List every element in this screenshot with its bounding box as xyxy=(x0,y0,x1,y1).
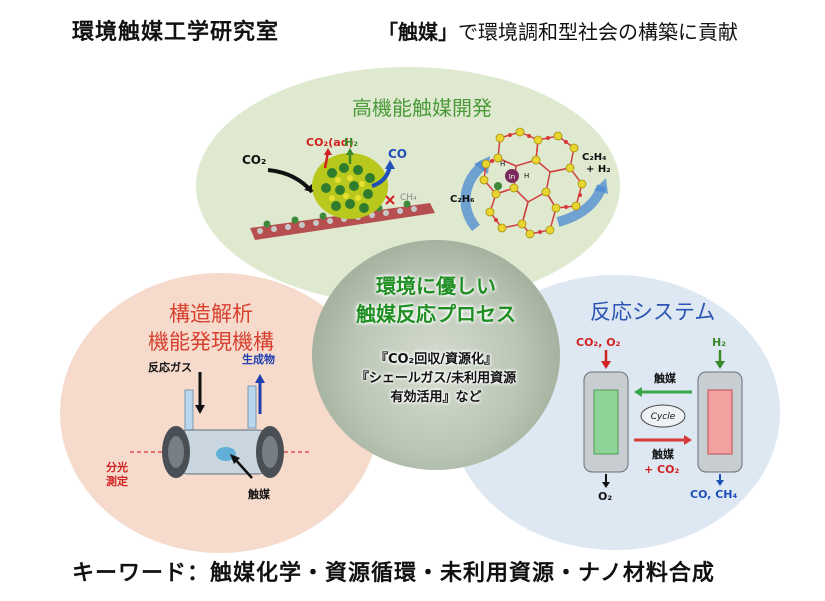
catalyst-label-top: 触媒 xyxy=(653,371,677,385)
c2h4-label: C₂H₄ xyxy=(582,152,606,163)
center-title-line2: 触媒反応プロセス xyxy=(356,302,516,326)
reactor-right xyxy=(697,371,743,473)
slogan-keyword: 「触媒」 xyxy=(378,20,458,44)
spectroscopy-cell-illustration xyxy=(130,372,310,479)
h-label-1: H xyxy=(500,160,505,168)
ch4-label: CH₄ xyxy=(400,193,417,203)
left-title-line2: 機能発現機構 xyxy=(148,330,274,354)
spectro-label-line2: 測定 xyxy=(106,475,128,488)
c2h6-label: C₂H₆ xyxy=(450,194,474,205)
catalyst-label-bottom: 触媒 xyxy=(651,447,675,461)
h2-label-right: H₂ xyxy=(712,336,726,349)
chemical-looping-illustration: CO₂, O₂ H₂ 触媒 Cycle 触媒 + CO₂ O₂ CO, CH₄ xyxy=(576,336,743,503)
h2-label: H₂ xyxy=(344,136,358,149)
co-ch4-label: CO, CH₄ xyxy=(690,488,737,501)
nanoparticle xyxy=(312,153,388,219)
spectro-label: 分光 測定 xyxy=(106,461,128,489)
slogan-text: で環境調和型社会の構築に貢献 xyxy=(458,20,738,44)
center-ellipse xyxy=(312,240,560,470)
slogan: 「触媒」で環境調和型社会の構築に貢献 xyxy=(378,16,738,45)
left-title-line1: 構造解析 xyxy=(169,302,253,326)
keywords: キーワード：触媒化学・資源循環・未利用資源・ナノ材料合成 xyxy=(72,561,715,586)
right-title: 反応システム xyxy=(590,300,716,324)
center-text-line3: 有効活用』など xyxy=(390,390,482,405)
top-title: 高機能触媒開発 xyxy=(352,96,492,120)
catalyst-label-left: 触媒 xyxy=(248,488,270,501)
plus-co2-label: + CO₂ xyxy=(644,463,679,476)
cycle-label: Cycle xyxy=(651,412,676,422)
h-label-2: H xyxy=(524,172,529,180)
lab-name: 環境触媒工学研究室 xyxy=(72,20,280,45)
reactor-left xyxy=(583,371,629,473)
co2-adsorbed-label: CO₂(ad) xyxy=(306,136,354,149)
spectro-label-line1: 分光 xyxy=(106,461,128,474)
center-title-line1: 環境に優しい xyxy=(376,274,496,298)
center-title: 環境に優しい 触媒反応プロセス xyxy=(322,272,550,328)
left-title: 構造解析 機能発現機構 xyxy=(126,300,296,356)
indium-label: In xyxy=(509,173,516,181)
plus-h2-label: + H₂ xyxy=(586,164,611,175)
indium-site xyxy=(505,169,519,183)
product-label: 生成物 xyxy=(242,353,275,366)
reaction-gas-label: 反応ガス xyxy=(148,361,192,374)
center-text-line2: 『シェールガス/未利用資源 xyxy=(355,371,517,386)
center-text: 『CO₂回収/資源化』 『シェールガス/未利用資源 有効活用』など xyxy=(322,350,550,407)
surface-reaction-illustration: CO₂ CO₂(ad) H₂ CO CH₄ xyxy=(242,136,435,240)
center-text-line1: 『CO₂回収/資源化』 xyxy=(374,352,498,367)
o2-label: O₂ xyxy=(598,490,612,503)
zeolite-illustration: In H H C₂H₆ C₂H₄ + H₂ xyxy=(450,127,611,239)
co2-label: CO₂ xyxy=(242,153,266,167)
co2-o2-label: CO₂, O₂ xyxy=(576,336,621,349)
co-label: CO xyxy=(388,147,407,161)
